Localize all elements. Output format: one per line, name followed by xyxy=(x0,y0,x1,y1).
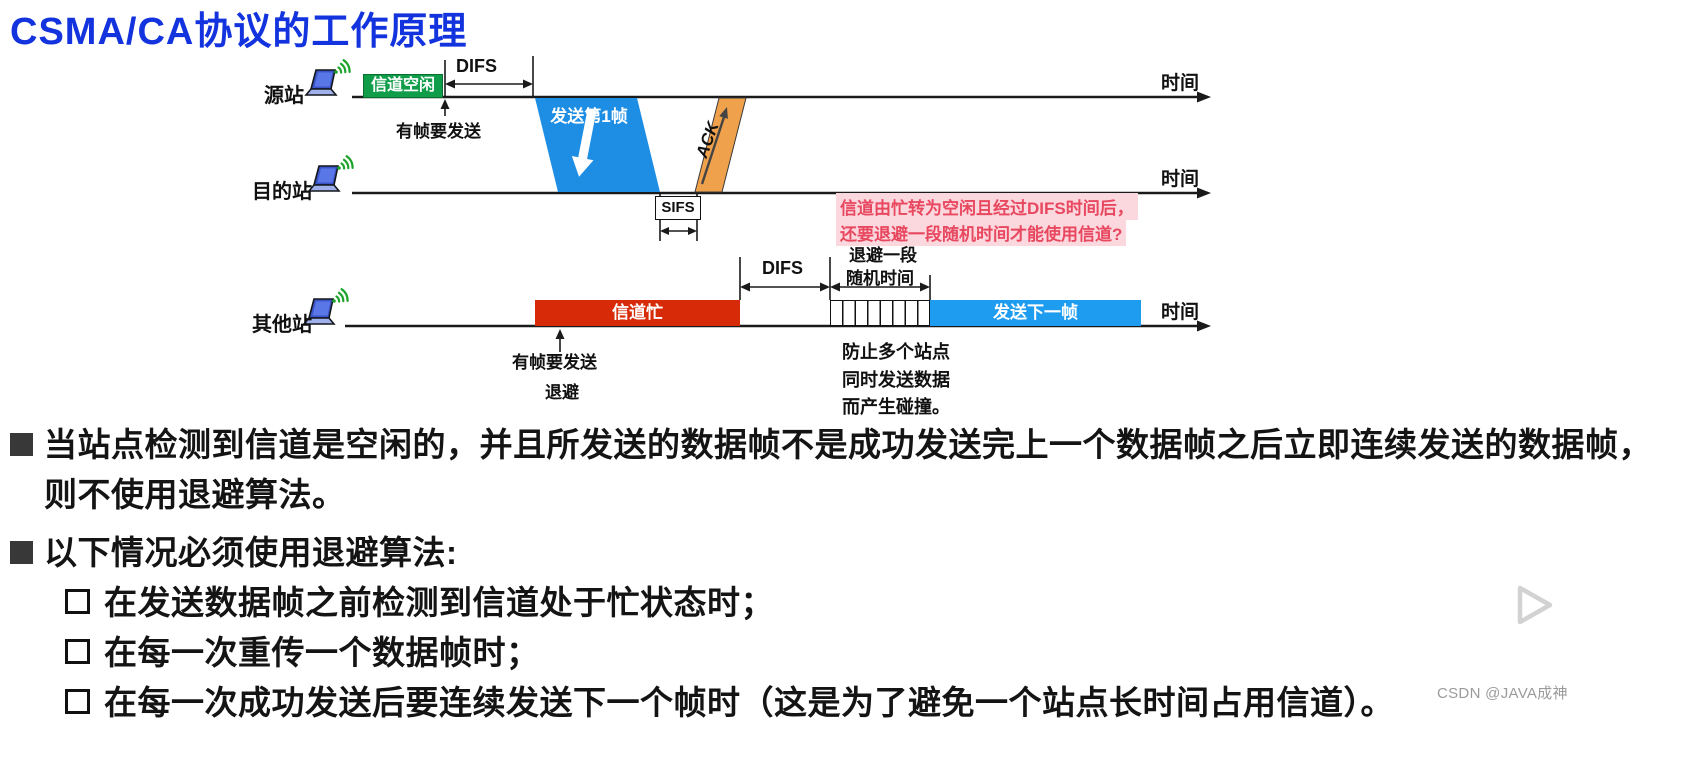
notes-section: 当站点检测到信道是空闲的，并且所发送的数据帧不是成功发送完上一个数据帧之后立即连… xyxy=(10,420,1680,728)
filled-square-bullet-icon xyxy=(10,541,33,564)
channel-busy-box: 信道忙 xyxy=(535,300,740,326)
collision-note-line3: 而产生碰撞。 xyxy=(842,397,950,417)
sub-bullet-item-1: 在发送数据帧之前检测到信道处于忙状态时； xyxy=(10,578,1680,628)
bullet-item-2: 以下情况必须使用退避算法: xyxy=(10,528,1680,578)
channel-idle-badge: 信道空闲 xyxy=(363,74,444,98)
backoff-duration-label-line1: 退避一段 xyxy=(849,246,917,265)
sifs-box: SIFS xyxy=(655,196,701,220)
hollow-square-bullet-icon xyxy=(65,689,90,714)
hollow-square-bullet-icon xyxy=(65,589,90,614)
source-station-label: 源站 xyxy=(264,85,304,107)
backoff-question-note-line2: 还要退避一段随机时间才能使用信道? xyxy=(836,219,1127,246)
frame-to-send-label-other: 有帧要发送 xyxy=(512,353,597,372)
ack-parallelogram xyxy=(694,97,747,193)
backoff-label: 退避 xyxy=(545,383,579,402)
sub-bullet-item-2: 在每一次重传一个数据帧时； xyxy=(10,628,1680,678)
backoff-arrow xyxy=(830,282,930,292)
time-axis-label-dest: 时间 xyxy=(1161,169,1200,190)
filled-square-bullet-icon xyxy=(10,433,33,456)
collision-note: 防止多个站点 同时发送数据 而产生碰撞。 xyxy=(842,339,950,422)
sub-bullet-item-3: 在每一次成功发送后要连续发送下一个帧时（这是为了避免一个站点长时间占用信道）。 xyxy=(10,678,1680,728)
difs-label-source: DIFS xyxy=(456,56,498,76)
page-title: CSMA/CA协议的工作原理 xyxy=(10,11,468,53)
bullet-text-1: 当站点检测到信道是空闲的，并且所发送的数据帧不是成功发送完上一个数据帧之后立即连… xyxy=(44,426,1652,513)
time-axis-label-source: 时间 xyxy=(1161,73,1200,94)
backoff-question-note-line1: 信道由忙转为空闲且经过DIFS时间后， xyxy=(836,193,1138,220)
frame-to-send-label-source: 有帧要发送 xyxy=(396,122,481,141)
bullet-text-2: 以下情况必须使用退避算法: xyxy=(44,534,458,571)
watermark: CSDN @JAVA成神 xyxy=(1437,685,1568,702)
collision-note-line1: 防止多个站点 xyxy=(842,342,950,362)
hollow-square-bullet-icon xyxy=(65,639,90,664)
sub-bullet-text-3: 在每一次成功发送后要连续发送下一个帧时（这是为了避免一个站点长时间占用信道）。 xyxy=(104,684,1394,721)
time-axis-label-other: 时间 xyxy=(1161,302,1200,323)
other-station-timeline xyxy=(345,320,1211,332)
send-next-frame-box: 发送下一帧 xyxy=(930,300,1141,326)
bullet-item-1: 当站点检测到信道是空闲的，并且所发送的数据帧不是成功发送完上一个数据帧之后立即连… xyxy=(10,420,1680,520)
sub-bullet-text-1: 在发送数据帧之前检测到信道处于忙状态时； xyxy=(104,584,774,621)
frame-to-send-arrow-other xyxy=(555,329,565,352)
destination-laptop-icon xyxy=(307,155,354,193)
other-station-label: 其他站 xyxy=(252,314,312,336)
sifs-arrow xyxy=(660,227,697,235)
play-icon[interactable] xyxy=(1508,580,1564,630)
frame1-label: 发送第1帧 xyxy=(550,107,628,126)
collision-note-line2: 同时发送数据 xyxy=(842,369,950,390)
frame-to-send-arrow-source xyxy=(440,99,450,116)
frame1-parallelogram xyxy=(535,98,660,192)
source-timeline xyxy=(352,91,1211,103)
sub-bullet-text-2: 在每一次重传一个数据帧时； xyxy=(104,634,540,671)
backoff-duration-label-line2: 随机时间 xyxy=(846,269,914,288)
difs-arrow-source xyxy=(445,79,533,89)
source-laptop-icon xyxy=(304,59,351,97)
backoff-slots-box xyxy=(830,300,930,326)
frame1-direction-arrow xyxy=(571,109,597,177)
difs-arrow-other xyxy=(740,282,830,292)
difs-label-other: DIFS xyxy=(762,258,804,278)
destination-station-label: 目的站 xyxy=(252,181,312,203)
